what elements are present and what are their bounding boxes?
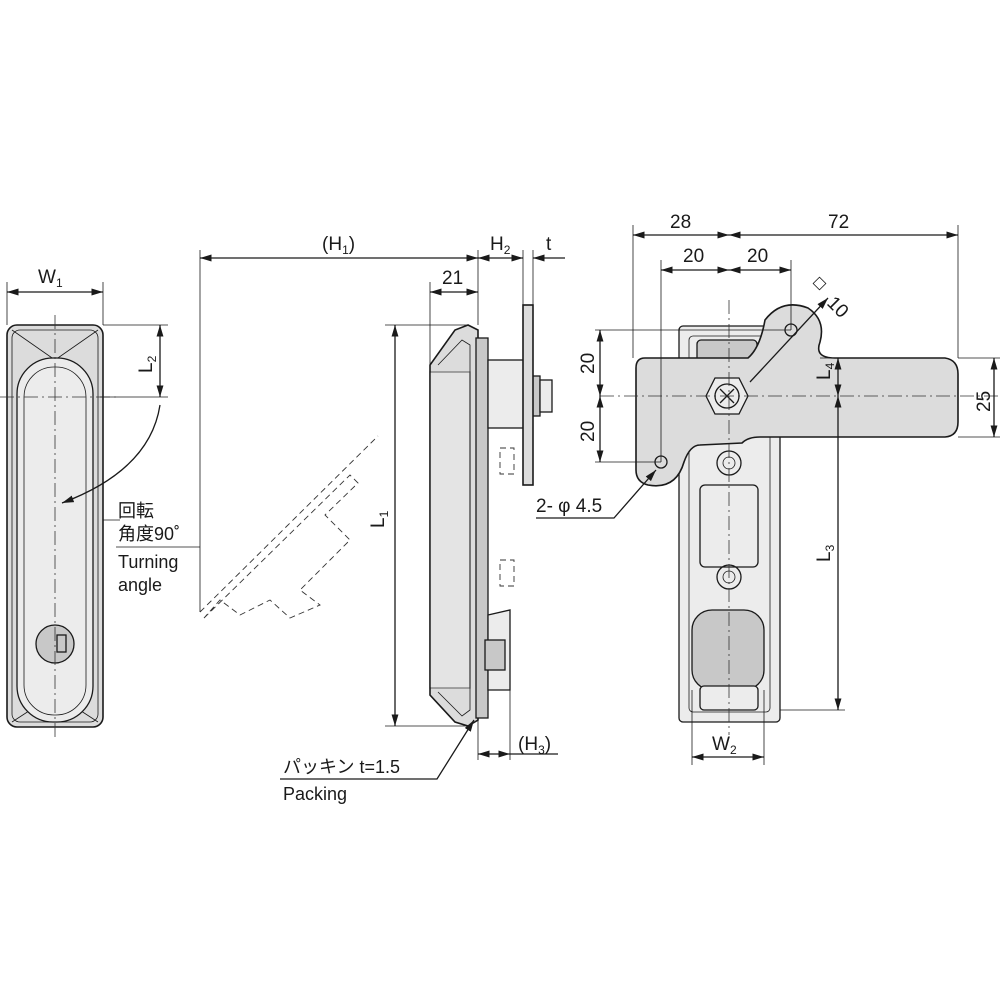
dim-w2: W2 bbox=[712, 734, 737, 757]
dim-l4: L4 bbox=[814, 362, 837, 380]
side-view: (H1) H2 t 21 L1 (H3) パッキン t=1.5 Packing bbox=[199, 234, 565, 804]
dim-l2: L2 bbox=[136, 355, 159, 373]
dim-20-right: 20 bbox=[747, 246, 768, 267]
latch-plate bbox=[635, 304, 959, 487]
dim-h2: H2 bbox=[490, 234, 511, 257]
dim-25: 25 bbox=[974, 391, 995, 412]
note-packing-en: Packing bbox=[283, 784, 347, 804]
front-view: W1 L2 回転 角度90˚ Turning angle bbox=[0, 267, 200, 740]
dim-t: t bbox=[546, 234, 552, 255]
note-turning-en-1: Turning bbox=[118, 552, 178, 572]
rear-view: 28 72 20 20 20 20 10 L4 25 L3 bbox=[536, 212, 1000, 765]
note-turning-en-2: angle bbox=[118, 575, 162, 595]
dim-20-bottom: 20 bbox=[578, 421, 599, 442]
dim-w1: W1 bbox=[38, 267, 63, 290]
note-packing-ja: パッキン t=1.5 bbox=[283, 757, 400, 777]
dim-l1: L1 bbox=[368, 510, 391, 528]
dim-h1: (H1) bbox=[322, 234, 355, 257]
note-turning-ja-2: 角度90˚ bbox=[118, 524, 180, 544]
dim-28: 28 bbox=[670, 212, 691, 233]
dim-21: 21 bbox=[442, 268, 463, 289]
note-turning-ja-1: 回転 bbox=[118, 501, 154, 521]
dim-20-left: 20 bbox=[683, 246, 704, 267]
dim-h3: (H3) bbox=[518, 734, 551, 757]
dim-72: 72 bbox=[828, 212, 849, 233]
dim-l3: L3 bbox=[814, 544, 837, 562]
dim-square-10: 10 bbox=[822, 293, 852, 323]
dim-holes: 2- φ 4.5 bbox=[536, 496, 602, 517]
dim-20-top: 20 bbox=[578, 353, 599, 374]
